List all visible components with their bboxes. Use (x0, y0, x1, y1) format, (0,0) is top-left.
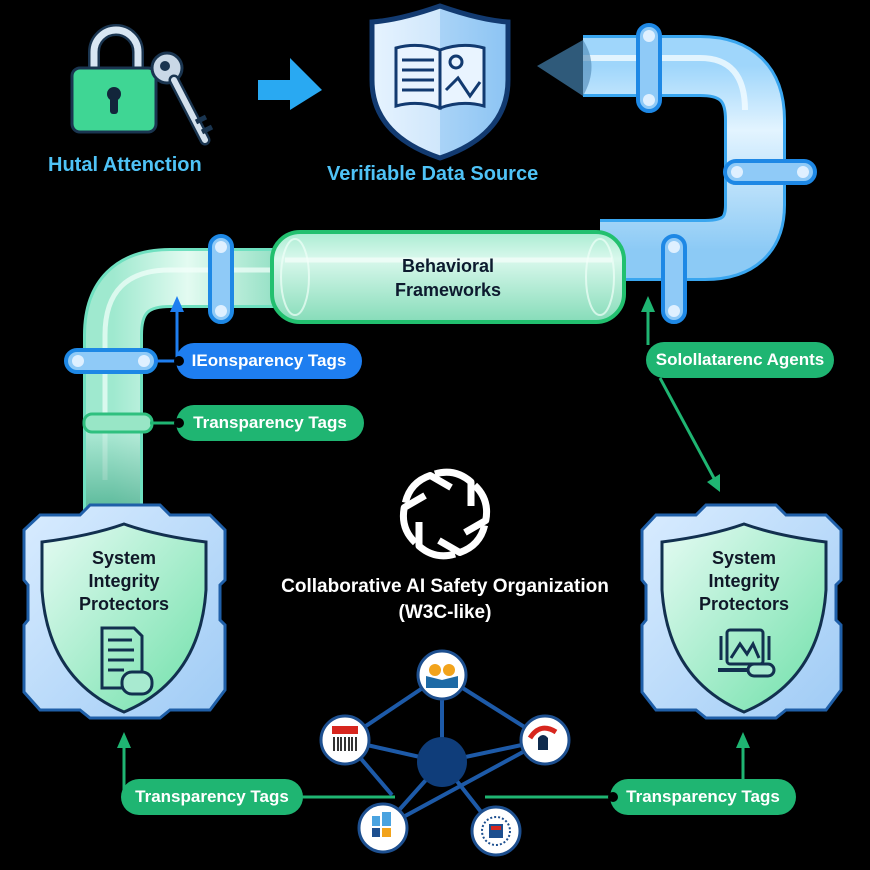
pipe-clamp (208, 234, 234, 324)
shield-right (640, 503, 843, 720)
tag-anchor-dot (608, 792, 618, 802)
people-badge-icon (416, 649, 468, 701)
shield-left-line2: Integrity (88, 571, 160, 591)
tag-anchor-dot (174, 418, 184, 428)
pipe-clamp (723, 159, 817, 185)
arrow-right-icon (258, 58, 322, 110)
organization-title-line2: (W3C-like) (398, 602, 492, 623)
flag-barcode-icon (319, 714, 371, 766)
shield-right-line2: Integrity (708, 571, 780, 591)
tag-left-blue[interactable]: IEonsparency Tags (174, 343, 362, 379)
organization-title: Collaborative AI Safety Organization (W3… (250, 574, 640, 626)
shield-book-icon (369, 3, 511, 161)
pipe-clamp (636, 23, 662, 113)
document-icon (100, 626, 154, 696)
pipe-clamp (64, 348, 158, 374)
tag-right-agents[interactable]: Solollatarenc Agents (646, 342, 834, 378)
organization-title-line1: Collaborative AI Safety Organization (281, 576, 609, 597)
arrow-up-left-shield (117, 732, 131, 790)
source-label: Verifiable Data Source (327, 163, 539, 185)
network-edge (382, 738, 546, 830)
tag-label: IEonsparency Tags (191, 351, 347, 370)
lock-label: Hutal Attenction (48, 154, 202, 176)
tag-label: Solollatarenc Agents (655, 350, 825, 369)
pipe-segment-label: Behavioral Frameworks (272, 254, 624, 302)
shield-left (22, 503, 227, 720)
pipe-segment-label-line2: Frameworks (394, 280, 502, 300)
pipe-band (82, 412, 154, 434)
shield-left-line1: System (91, 548, 157, 568)
shield-left-line3: Protectors (78, 594, 170, 614)
shield-right-title: System Integrity Protectors (674, 547, 814, 616)
tag-bottom-left[interactable]: Transparency Tags (121, 779, 303, 815)
tag-label: Transparency Tags (626, 787, 780, 806)
tag-label: Transparency Tags (135, 787, 289, 806)
behavioral-frameworks-segment (270, 230, 626, 324)
monitor-chart-icon (718, 628, 776, 678)
arrow-up-green (641, 296, 655, 345)
arrow-down-green (658, 377, 720, 492)
seal-emblem-icon (470, 805, 522, 857)
pipe-clamp (661, 234, 687, 324)
knot-logo-icon (399, 468, 491, 560)
shield-right-line3: Protectors (698, 594, 790, 614)
arrow-up-blue (170, 296, 184, 358)
hub-node (417, 737, 467, 787)
lock-key-icon (70, 24, 214, 146)
buildings-icon (357, 802, 409, 854)
tag-bottom-right[interactable]: Transparency Tags (608, 779, 796, 815)
pipe-left (83, 248, 300, 510)
shield-right-line1: System (711, 548, 777, 568)
bird-emblem-icon (519, 714, 571, 766)
tag-label: Transparency Tags (193, 413, 347, 432)
shield-left-title: System Integrity Protectors (54, 547, 194, 616)
tag-anchor-dot (174, 356, 184, 366)
pipe-segment-label-line1: Behavioral (401, 256, 495, 276)
tag-left-green[interactable]: Transparency Tags (174, 405, 364, 441)
